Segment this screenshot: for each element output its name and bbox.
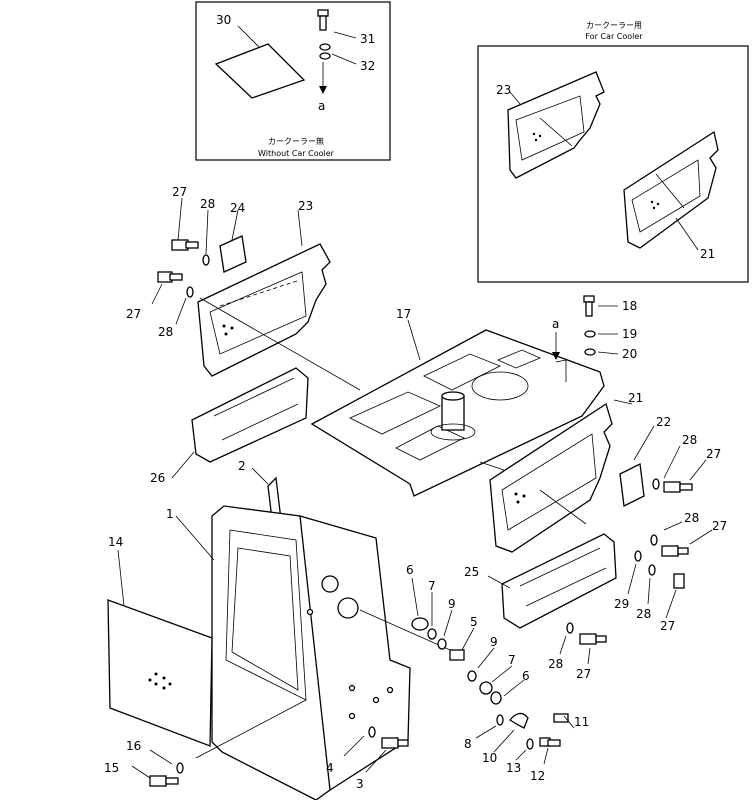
caption-without-en: Without Car Cooler [258,149,335,158]
label-21: 21 [628,391,643,405]
label-4: 4 [326,761,334,775]
label-22: 22 [656,415,671,429]
label-10: 10 [482,751,497,765]
label-28-a: 28 [200,197,215,211]
label-27-e: 27 [660,619,675,633]
label-21-cooler: 21 [700,247,715,261]
label-27-a: 27 [172,185,187,199]
cover-26 [191,367,309,463]
label-30: 30 [216,13,231,27]
label-27-f: 27 [576,667,591,681]
label-13: 13 [506,761,521,775]
label-23: 23 [298,199,313,213]
label-5: 5 [470,615,478,629]
label-15: 15 [104,761,119,775]
label-14: 14 [108,535,123,549]
label-20: 20 [622,347,637,361]
label-17: 17 [396,307,411,321]
label-28-c: 28 [682,433,697,447]
label-24: 24 [230,201,245,215]
label-28-e: 28 [636,607,651,621]
side-cover-23 [197,243,331,377]
label-7-b: 7 [508,653,516,667]
label-a-main: a [552,317,559,331]
panel-14 [107,599,213,747]
label-23-cooler: 23 [496,83,511,97]
side-cover-21-cooler [623,130,719,249]
label-6-a: 6 [406,563,414,577]
cover-plate-30 [214,43,306,99]
label-25: 25 [464,565,479,579]
label-7-a: 7 [428,579,436,593]
inset-without-car-cooler: 30 31 32 a カークーラー無 Without Car Cooler [195,1,391,161]
label-16: 16 [126,739,141,753]
side-cover-23-cooler [507,71,605,179]
caption-for-jp: カークーラー用 [586,21,642,30]
label-11: 11 [574,715,589,729]
label-6-b: 6 [522,669,530,683]
label-31: 31 [360,32,375,46]
column-17 [441,395,465,431]
caption-for-en: For Car Cooler [585,32,643,41]
label-32: 32 [360,59,375,73]
label-12: 12 [530,769,545,783]
label-27-d: 27 [712,519,727,533]
cover-25 [501,533,617,629]
label-28-f: 28 [548,657,563,671]
bracket-22 [619,463,645,507]
label-27-b: 27 [126,307,141,321]
label-9-a: 9 [448,597,456,611]
label-26: 26 [150,471,165,485]
caption-without-jp: カークーラー無 [268,136,324,146]
label-29: 29 [614,597,629,611]
label-8: 8 [464,737,472,751]
label-28-b: 28 [158,325,173,339]
label-18: 18 [622,299,637,313]
inset-for-car-cooler: カークーラー用 For Car Cooler 23 21 [477,21,749,283]
main-assembly: 27 28 24 23 27 28 26 17 18 19 20 a 21 22… [104,185,727,800]
label-27-c: 27 [706,447,721,461]
label-2: 2 [238,459,246,473]
bracket-24 [219,235,247,273]
label-9-b: 9 [490,635,498,649]
label-3: 3 [356,777,364,791]
label-a-top: a [318,99,325,113]
label-19: 19 [622,327,637,341]
label-1: 1 [166,507,174,521]
label-28-d: 28 [684,511,699,525]
